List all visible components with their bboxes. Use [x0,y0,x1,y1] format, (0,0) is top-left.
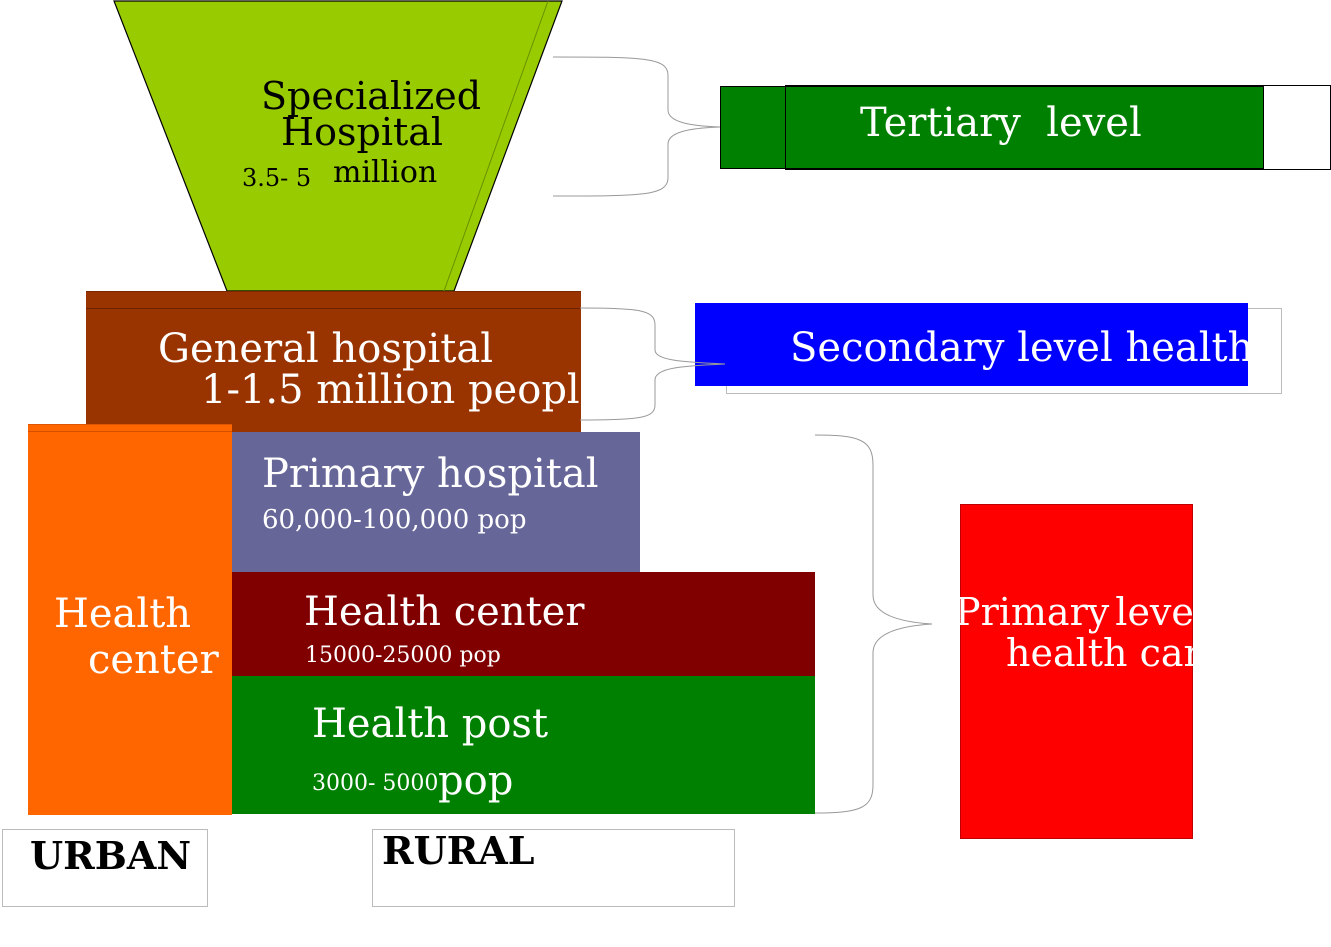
rural-health-center-population: 15000-25000 pop [305,643,501,668]
primary-level-label-line2: health care [1006,634,1193,672]
specialized-hospital-title-line1: Specialized [261,74,482,118]
health-post-block [232,676,815,814]
general-hospital-title: General hospital [158,326,494,372]
health-post-range: 3000- 5000 [312,771,439,796]
primary-hospital-population: 60,000-100,000 pop [262,505,527,535]
general-hospital-population: 1-1.5 million people [201,367,604,413]
health-post-title: Health post [312,701,549,747]
general-hospital-block [86,291,581,432]
primary-hospital-title: Primary hospital [262,451,599,497]
rural-label: RURAL [382,828,535,873]
specialized-hospital-range: 3.5- 5 [242,164,312,192]
general-hospital-divider [86,308,581,309]
primary-level-box [960,504,1193,839]
tertiary-level-label: Tertiary level [860,100,1142,146]
urban-health-center-line1: Health [54,591,192,637]
urban-health-center-divider [28,431,232,432]
primary-level-label-line1: Primary level [955,590,1207,634]
urban-health-center-line2: center [88,637,219,683]
rural-health-center-title: Health center [304,589,585,635]
urban-label: URBAN [30,833,192,878]
primary-hospital-block [232,432,640,572]
urban-label-box [2,829,208,907]
specialized-hospital-unit: million [333,155,438,190]
tertiary-level-divider [785,86,786,169]
rural-label-box [372,829,735,907]
specialized-hospital-title-line2: Hospital [281,110,444,154]
urban-health-center-block [28,424,232,815]
tertiary-level-box [720,86,1264,169]
health-post-unit: pop [438,758,514,804]
secondary-level-box: Secondary level health car [695,303,1248,386]
rural-health-center-block [232,572,815,676]
secondary-level-label: Secondary level health car [790,325,1248,371]
